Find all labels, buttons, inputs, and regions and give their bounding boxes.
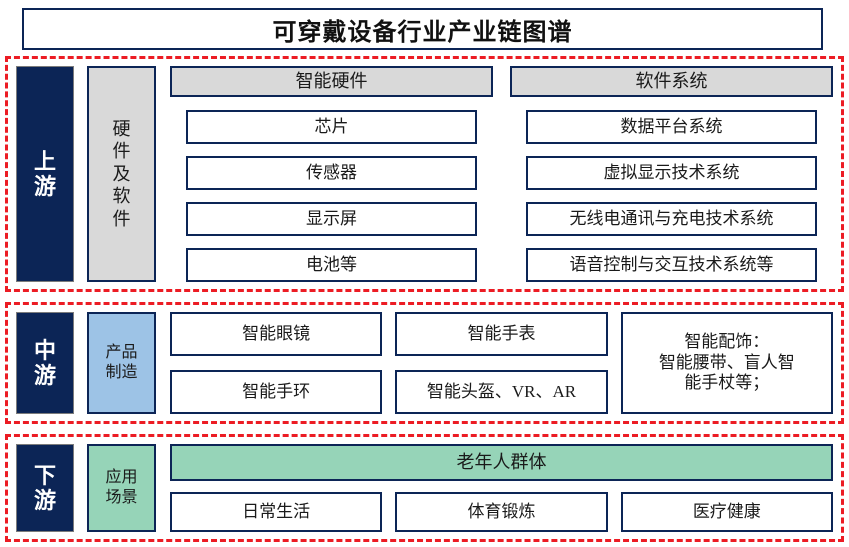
- category-char-1: 硬: [112, 118, 131, 139]
- list-item: 智能眼镜: [170, 312, 383, 356]
- section-midstream: 中 游 产品 制造 智能眼镜 智能手环 智能手表 智能头盔、VR、AR 智能配饰…: [5, 302, 844, 424]
- list-item: 智能手表: [395, 312, 608, 356]
- category-application-scenarios: 应用 场景: [87, 444, 156, 532]
- accessory-line-3: 能手杖等；: [684, 373, 770, 393]
- category-line-2: 场景: [105, 489, 138, 506]
- list-item: 医疗健康: [620, 492, 833, 532]
- upstream-column-smart-hardware: 智能硬件 芯片 传感器 显示屏 电池等: [170, 66, 493, 282]
- section-upstream: 上 游 硬 件 及 软 件 智能硬件 芯片 传感器 显示屏 电池等 软件系统: [5, 56, 844, 292]
- list-item: 无线电通讯与充电技术系统: [526, 202, 817, 236]
- category-line-2: 制造: [105, 364, 138, 381]
- downstream-content: 老年人群体 日常生活 体育锻炼 医疗健康: [170, 444, 833, 532]
- list-item: 数据平台系统: [526, 110, 817, 144]
- list-item: 电池等: [186, 248, 477, 282]
- list-item-smart-accessories: 智能配饰： 智能腰带、盲人智 能手杖等；: [620, 312, 833, 414]
- upstream-columns: 智能硬件 芯片 传感器 显示屏 电池等 软件系统 数据平台系统 虚拟显示技术系统…: [170, 66, 833, 282]
- list-item: 体育锻炼: [395, 492, 608, 532]
- column-header: 软件系统: [510, 66, 833, 97]
- stage-label-upstream-char-1: 上: [33, 148, 56, 174]
- stage-label-midstream-char-2: 游: [33, 363, 56, 388]
- category-product-manufacturing: 产品 制造: [87, 312, 156, 414]
- category-char-2: 件: [112, 141, 131, 162]
- stage-label-downstream: 下 游: [16, 444, 74, 532]
- list-item: 日常生活: [170, 492, 383, 532]
- category-char-4: 软: [112, 186, 131, 207]
- category-line-1: 产品: [105, 344, 138, 361]
- midstream-column-1: 智能眼镜 智能手环: [170, 312, 383, 414]
- midstream-column-3: 智能配饰： 智能腰带、盲人智 能手杖等；: [620, 312, 833, 414]
- stage-label-midstream-char-1: 中: [33, 337, 56, 363]
- downstream-items: 日常生活 体育锻炼 医疗健康: [170, 492, 833, 532]
- column-header: 智能硬件: [170, 66, 493, 97]
- midstream-column-2: 智能手表 智能头盔、VR、AR: [395, 312, 608, 414]
- page-title-box: 可穿戴设备行业产业链图谱: [22, 8, 823, 50]
- category-char-5: 件: [112, 208, 131, 229]
- category-line-1: 应用: [105, 469, 138, 486]
- stage-label-upstream: 上 游: [16, 66, 74, 282]
- column-items: 数据平台系统 虚拟显示技术系统 无线电通讯与充电技术系统 语音控制与交互技术系统…: [510, 110, 833, 282]
- list-item: 虚拟显示技术系统: [526, 156, 817, 190]
- stage-label-downstream-char-1: 下: [33, 462, 56, 488]
- column-items: 芯片 传感器 显示屏 电池等: [170, 110, 493, 282]
- stage-label-upstream-char-2: 游: [33, 174, 56, 199]
- category-hardware-and-software: 硬 件 及 软 件: [87, 66, 156, 282]
- accessory-line-2: 智能腰带、盲人智: [658, 352, 795, 372]
- list-item: 智能手环: [170, 370, 383, 414]
- page-title: 可穿戴设备行业产业链图谱: [272, 18, 573, 46]
- section-downstream: 下 游 应用 场景 老年人群体 日常生活 体育锻炼 医疗健康: [5, 434, 844, 542]
- accessory-line-1: 智能配饰：: [684, 331, 770, 351]
- downstream-banner: 老年人群体: [170, 444, 833, 481]
- list-item: 显示屏: [186, 202, 477, 236]
- category-char-3: 及: [112, 163, 131, 184]
- list-item: 智能头盔、VR、AR: [395, 370, 608, 414]
- list-item: 传感器: [186, 156, 477, 190]
- stage-label-downstream-char-2: 游: [33, 488, 56, 513]
- list-item: 语音控制与交互技术系统等: [526, 248, 817, 282]
- stage-label-midstream: 中 游: [16, 312, 74, 414]
- midstream-columns: 智能眼镜 智能手环 智能手表 智能头盔、VR、AR 智能配饰： 智能腰带、盲人智…: [170, 312, 833, 414]
- list-item: 芯片: [186, 110, 477, 144]
- upstream-column-software-system: 软件系统 数据平台系统 虚拟显示技术系统 无线电通讯与充电技术系统 语音控制与交…: [510, 66, 833, 282]
